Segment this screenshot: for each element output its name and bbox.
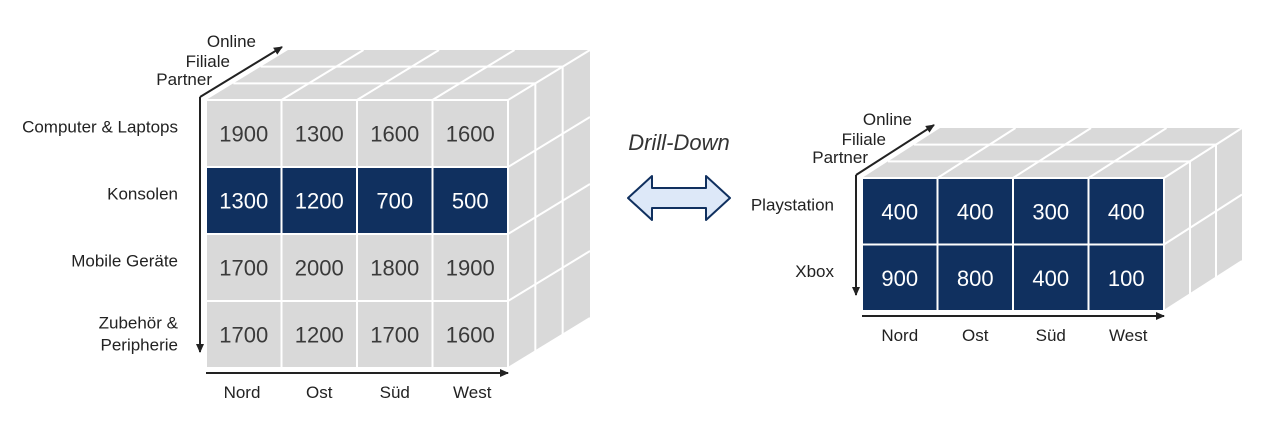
depth-axis-arrow: [855, 124, 935, 176]
depth-label: Filiale: [186, 52, 230, 71]
data-cell: [431, 300, 509, 369]
row-label: Xbox: [795, 262, 834, 281]
cell-value: 700: [376, 189, 413, 214]
column-label: Ost: [306, 383, 333, 402]
column-label: Ost: [962, 326, 989, 345]
cell-value: 100: [1108, 266, 1145, 291]
grid-line: [280, 49, 365, 101]
data-cell: [280, 300, 358, 369]
depth-label: Partner: [156, 70, 212, 89]
data-cell: [861, 243, 939, 312]
drill-down-label: Drill-Down: [628, 130, 729, 155]
data-cell: [280, 166, 358, 235]
cell-value: 1600: [446, 323, 495, 348]
data-cell: [356, 300, 434, 369]
cell-value: 400: [1032, 266, 1069, 291]
grid-line: [1012, 127, 1092, 179]
data-cell: [936, 243, 1014, 312]
cell-value: 1900: [219, 122, 268, 147]
data-cell: [356, 233, 434, 302]
cell-value: 1300: [295, 122, 344, 147]
cell-value: 1700: [219, 256, 268, 281]
cell-value: 1200: [295, 189, 344, 214]
column-label: Süd: [380, 383, 410, 402]
grid-line: [507, 317, 591, 369]
cell-value: 2000: [295, 256, 344, 281]
data-cell: [1087, 177, 1165, 246]
cell-value: 1200: [295, 323, 344, 348]
cell-value: 1600: [446, 122, 495, 147]
data-cell: [1012, 177, 1090, 246]
cell-value: 300: [1032, 199, 1069, 224]
cell-value: 1700: [219, 323, 268, 348]
data-cell: [356, 99, 434, 168]
grid-line: [1163, 193, 1243, 246]
row-label: Computer & Laptops: [22, 118, 178, 137]
column-label: West: [453, 383, 492, 402]
cell-value: 400: [881, 199, 918, 224]
data-cell: [280, 233, 358, 302]
depth-label: Partner: [812, 148, 868, 167]
cell-value: 500: [452, 189, 489, 214]
cell-value: 900: [881, 266, 918, 291]
column-label: West: [1109, 326, 1148, 345]
grid-line: [1087, 127, 1168, 179]
grid-line: [507, 183, 591, 235]
depth-axis-arrow: [199, 46, 283, 98]
grid-line: [507, 116, 591, 168]
grid-line: [1163, 127, 1243, 179]
drill-down-connector: Drill-Down: [627, 130, 731, 221]
grid-line: [507, 250, 591, 302]
depth-label: Filiale: [842, 130, 886, 149]
row-label: Zubehör &Peripherie: [99, 314, 179, 355]
data-cell: [1012, 243, 1090, 312]
cell-value: 1300: [219, 189, 268, 214]
cell-value: 1600: [370, 122, 419, 147]
grid-line: [1163, 260, 1243, 312]
cell-value: 1900: [446, 256, 495, 281]
data-cell: [431, 99, 509, 168]
cell-value: 400: [1108, 199, 1145, 224]
depth-label: Online: [863, 110, 912, 129]
data-cell: [431, 166, 509, 235]
data-cell: [431, 233, 509, 302]
column-label: Nord: [881, 326, 918, 345]
cell-value: 400: [957, 199, 994, 224]
double-arrow-icon: [627, 175, 731, 221]
left-cube: 1900 1300 1600 1600 1300 1200 700 500 1700 2000 18…: [22, 32, 591, 402]
row-label: Mobile Geräte: [71, 252, 178, 271]
right-cube: 400 400 300 400 900 800 400 100 PlaystationXboxN…: [751, 110, 1243, 345]
grid-line: [936, 127, 1017, 179]
cell-value: 1700: [370, 323, 419, 348]
data-cell: [205, 300, 283, 369]
data-cell: [205, 99, 283, 168]
grid-line: [431, 49, 516, 101]
row-label: Konsolen: [107, 185, 178, 204]
column-label: Süd: [1036, 326, 1066, 345]
column-label: Nord: [224, 383, 261, 402]
grid-line: [507, 49, 591, 101]
grid-line: [356, 49, 440, 101]
cell-value: 1800: [370, 256, 419, 281]
depth-label: Online: [207, 32, 256, 51]
data-cell: [205, 166, 283, 235]
cell-value: 800: [957, 266, 994, 291]
data-cell: [1087, 243, 1165, 312]
row-label: Playstation: [751, 195, 834, 214]
